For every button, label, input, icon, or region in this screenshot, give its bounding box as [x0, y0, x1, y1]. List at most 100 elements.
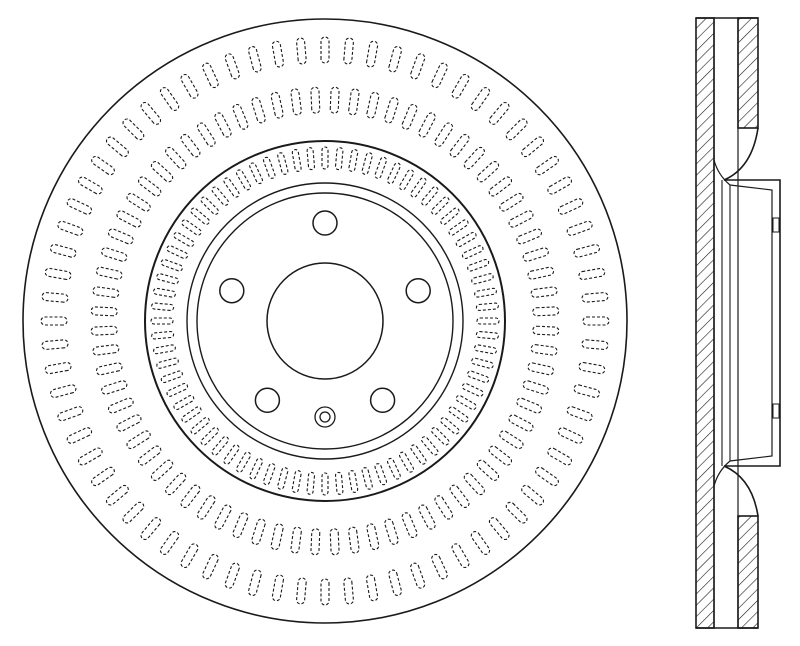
cooling-slot	[107, 228, 134, 245]
cooling-slot	[431, 553, 448, 580]
cooling-slot	[521, 136, 545, 158]
cooling-slot	[151, 330, 175, 340]
cooling-slot	[535, 155, 559, 176]
cooling-slot	[156, 273, 179, 285]
cooling-slot	[418, 112, 436, 138]
rotor-side-section-view	[695, 17, 781, 629]
cooling-slot	[116, 210, 142, 228]
hat-notch-top	[772, 217, 780, 233]
cooling-slot	[249, 457, 264, 480]
cooling-slot	[232, 512, 249, 539]
cooling-slot	[557, 198, 584, 215]
screw-hole-outer	[314, 406, 336, 428]
cooling-slot	[530, 286, 558, 298]
cooling-slot	[474, 344, 497, 355]
cooling-slot	[92, 286, 120, 298]
cooling-slot	[521, 484, 545, 506]
cooling-slot	[384, 97, 399, 124]
cooling-slot	[334, 147, 344, 171]
locating-screw-hole	[314, 406, 336, 428]
cooling-slot	[384, 518, 399, 545]
cooling-slot	[122, 118, 145, 141]
cooling-slot	[410, 444, 427, 465]
cooling-slot	[463, 472, 485, 496]
cooling-slot	[291, 149, 302, 172]
cooling-slot	[566, 220, 593, 236]
cooling-slot	[557, 427, 584, 444]
cooling-slot	[530, 344, 558, 356]
cooling-slot	[247, 569, 262, 597]
cooling-slot	[547, 447, 573, 466]
cooling-slot	[421, 436, 439, 456]
lug-hole	[369, 387, 396, 414]
cooling-slot	[91, 155, 115, 176]
cooling-slot	[160, 258, 183, 272]
cooling-slot	[165, 472, 187, 496]
cooling-slot	[329, 528, 340, 556]
cooling-slot	[361, 152, 373, 175]
cooling-slot	[262, 156, 276, 179]
cooling-slot	[180, 484, 201, 509]
cooling-slot	[374, 156, 388, 179]
cooling-slot	[499, 430, 524, 450]
cooling-slot	[348, 149, 359, 172]
cooling-slot	[374, 463, 388, 486]
hat-profile-outline	[723, 127, 781, 517]
center-bore	[266, 262, 384, 380]
cooling-slot	[449, 484, 470, 509]
cooling-slot	[181, 219, 202, 236]
cooling-slot	[296, 577, 307, 605]
cooling-slot	[247, 45, 262, 73]
cooling-slot	[211, 186, 229, 206]
cooling-slot	[66, 427, 93, 444]
cooling-slot	[270, 523, 284, 551]
cooling-slot	[101, 380, 128, 395]
cooling-slot	[471, 273, 494, 285]
cooling-slot	[471, 357, 494, 369]
cooling-slot	[329, 86, 340, 114]
cooling-slot	[153, 287, 176, 298]
cooling-slot	[126, 192, 151, 212]
cooling-slot	[455, 394, 477, 411]
cooling-slot	[535, 466, 559, 487]
cooling-slot	[202, 553, 219, 580]
cooling-slot	[410, 562, 426, 589]
cooling-slot	[532, 306, 560, 317]
inboard-plate-top	[737, 17, 759, 129]
cooling-slot	[91, 466, 115, 487]
cooling-slot	[140, 517, 162, 541]
cooling-slot	[200, 196, 219, 215]
hat-inner-profile	[713, 159, 773, 487]
cooling-slot	[235, 169, 252, 191]
cooling-slot	[440, 207, 460, 225]
friction-ring-inner-edge	[144, 140, 506, 502]
cooling-slot	[578, 361, 606, 375]
inboard-plate-bottom	[737, 515, 759, 629]
cooling-slot	[235, 451, 252, 473]
cooling-slot	[451, 73, 470, 99]
cooling-slot	[160, 370, 183, 384]
cooling-slot	[418, 504, 436, 530]
cooling-slot	[475, 302, 499, 312]
cooling-slot	[224, 562, 240, 589]
cooling-slot	[44, 267, 72, 281]
cooling-slot	[105, 484, 129, 506]
cooling-slot	[95, 362, 123, 376]
hat-outer-circle	[186, 182, 464, 460]
cooling-slot	[277, 467, 289, 490]
cooling-slot	[348, 470, 359, 493]
cooling-slot	[181, 406, 202, 423]
cooling-slot	[90, 306, 118, 317]
cooling-slot	[581, 339, 609, 350]
cooling-slot	[251, 518, 266, 545]
cooling-slot	[77, 176, 103, 195]
cooling-slot	[455, 231, 477, 248]
cooling-slot	[434, 495, 454, 520]
cooling-slot	[41, 292, 69, 303]
cooling-slot	[343, 577, 354, 605]
cooling-slot	[467, 370, 490, 384]
cooling-slot	[122, 501, 145, 524]
cooling-slot	[196, 495, 216, 520]
cooling-slot	[223, 177, 240, 198]
